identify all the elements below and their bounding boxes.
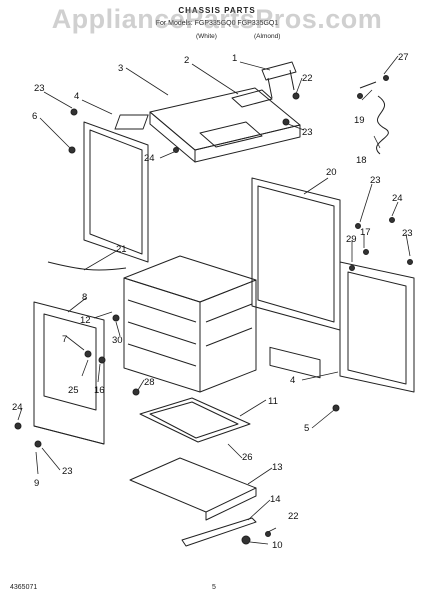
color-label-white: (White) <box>196 33 217 40</box>
callout-9: 9 <box>34 478 39 489</box>
callout-6: 6 <box>32 111 37 122</box>
callout-10: 10 <box>272 540 283 551</box>
callout-22: 22 <box>288 511 299 522</box>
callout-7: 7 <box>62 334 67 345</box>
callout-21: 21 <box>116 244 127 255</box>
callout-29: 29 <box>346 234 357 245</box>
callout-24: 24 <box>12 402 23 413</box>
top-cover-panel <box>114 87 301 163</box>
side-panel-right <box>339 261 415 393</box>
callout-23: 23 <box>402 228 413 239</box>
drawer-slide <box>181 517 257 547</box>
callout-3: 3 <box>118 63 123 74</box>
callout-labels: 1 2 3 4 23 6 22 23 24 27 19 18 20 23 24 … <box>12 52 413 551</box>
callout-16: 16 <box>94 385 105 396</box>
document-number: 4365071 <box>10 584 38 591</box>
callout-2: 2 <box>184 55 189 66</box>
callout-4: 4 <box>74 91 79 102</box>
callout-26: 26 <box>242 452 253 463</box>
callout-27: 27 <box>398 52 409 63</box>
oven-cavity <box>123 255 257 393</box>
watermark-logo: AppliancePartsPros.com <box>51 4 383 34</box>
callout-5: 5 <box>304 423 309 434</box>
callout-13: 13 <box>272 462 283 473</box>
gasket-seal <box>47 261 127 271</box>
callout-22: 22 <box>302 73 313 84</box>
callout-28: 28 <box>144 377 155 388</box>
callout-4: 4 <box>290 375 295 386</box>
callout-19: 19 <box>354 115 365 126</box>
callout-24: 24 <box>392 193 403 204</box>
burner-bracket <box>231 61 297 108</box>
fastener-hardware <box>14 75 413 545</box>
callout-18: 18 <box>356 155 367 166</box>
callout-30: 30 <box>112 335 123 346</box>
front-frame <box>33 301 105 445</box>
callout-23: 23 <box>34 83 45 94</box>
callout-25: 25 <box>68 385 79 396</box>
callout-17: 17 <box>360 227 371 238</box>
diagram-title: CHASSIS PARTS <box>178 6 256 15</box>
callout-1: 1 <box>232 53 237 64</box>
storage-drawer <box>129 457 257 521</box>
right-side-panel <box>251 177 341 379</box>
callout-20: 20 <box>326 167 337 178</box>
callout-12: 12 <box>80 315 91 326</box>
callout-24: 24 <box>144 153 155 164</box>
model-list: For Models: FGP335GQ0 FGP335GQ1 <box>155 20 279 27</box>
broiler-pan <box>139 397 251 443</box>
callout-8: 8 <box>82 292 87 303</box>
callout-23: 23 <box>302 127 313 138</box>
left-side-panel <box>83 121 149 263</box>
callout-14: 14 <box>270 494 281 505</box>
leader-lines <box>17 55 411 545</box>
color-label-almond: (Almond) <box>254 33 281 40</box>
callout-23: 23 <box>62 466 73 477</box>
callout-23: 23 <box>370 175 381 186</box>
callout-11: 11 <box>268 396 278 407</box>
page-number: 5 <box>212 584 216 591</box>
